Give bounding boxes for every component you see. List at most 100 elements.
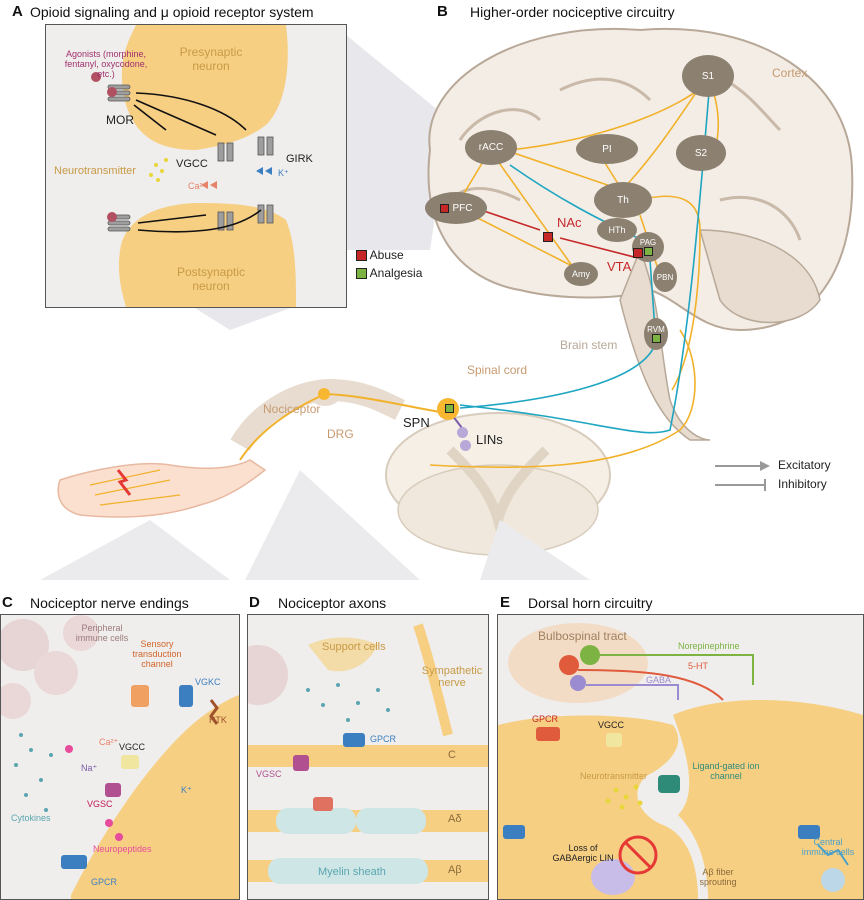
gaba-neuron-icon — [570, 675, 586, 691]
vgsc-label-d: VGSC — [256, 769, 282, 779]
rtk-icon — [209, 699, 219, 725]
rtk-label: RTK — [209, 715, 227, 725]
c-fiber-label: C — [448, 749, 456, 761]
vta-abuse-icon — [633, 248, 643, 258]
central-immune-cell-icon — [817, 844, 849, 866]
ne-neuron-icon — [580, 645, 600, 665]
presynaptic-label: Presynaptic neuron — [179, 45, 243, 73]
spinal-cord-label: Spinal cord — [467, 363, 528, 377]
vta-label: VTA — [607, 259, 632, 274]
ab-sprouting-label: Aβ fiber sprouting — [699, 867, 737, 887]
panel-e-connector — [480, 520, 590, 580]
node-pbn: PBN — [653, 262, 677, 292]
node-th: Th — [594, 182, 652, 218]
5ht-label: 5-HT — [688, 661, 708, 671]
k-label-c: K⁺ — [181, 785, 192, 795]
drg-label: DRG — [327, 427, 354, 441]
agonists-label: Agonists (morphine, fentanyl, oxycodone,… — [64, 49, 148, 79]
gpcr-icon-e — [536, 727, 560, 741]
hand-illustration — [57, 459, 267, 518]
myelin-sheath-ad-1 — [276, 808, 356, 834]
panel-a-connector — [340, 30, 450, 250]
girk-label: GIRK — [286, 153, 313, 165]
vgcc-icon-c — [121, 755, 139, 769]
sympathetic-label: Sympathetic nerve — [421, 665, 483, 689]
neurotransmitter-label: Neurotransmitter — [54, 165, 136, 177]
ca-label: Ca²⁺ — [188, 181, 208, 191]
rvm-analgesia-icon — [651, 334, 661, 343]
panel-c-title: Nociceptor nerve endings — [30, 595, 189, 611]
gaba-label: GABA — [646, 675, 672, 685]
central-immune-label: Central immune cells — [801, 837, 855, 857]
vgsc-label-c: VGSC — [87, 799, 113, 809]
gabaergic-lin-icon — [591, 859, 635, 895]
ligand-gated-channel-icon — [658, 775, 680, 793]
nociceptor-label: Nociceptor — [263, 402, 321, 416]
legend-abuse: Abuse — [356, 248, 404, 262]
neuropeptides-label: Neuropeptides — [93, 844, 152, 854]
legend-abuse-text: Abuse — [369, 248, 404, 262]
panel-d-box: Support cells Sympathetic nerve GPCR VGS… — [247, 614, 489, 900]
nociceptor-fiber — [324, 393, 441, 413]
pfc-abuse-icon — [439, 203, 449, 213]
norepinephrine-label: Norepinephrine — [678, 641, 740, 651]
abuse-swatch-icon — [356, 250, 367, 262]
vgcc-label: VGCC — [176, 158, 208, 170]
panel-b-letter: B — [437, 3, 448, 20]
node-s1: S1 — [682, 55, 734, 97]
node-s2: S2 — [676, 135, 726, 171]
loss-lin-label: Loss of GABAergic LIN — [552, 843, 614, 863]
panel-d-title: Nociceptor axons — [278, 595, 387, 611]
gpcr-label-d: GPCR — [370, 734, 397, 744]
nac-label: NAc — [557, 215, 582, 230]
panel-a-synapse — [91, 25, 297, 307]
panel-e-title: Dorsal horn circuitry — [528, 595, 653, 611]
cytokines-label: Cytokines — [11, 813, 51, 823]
panel-c-letter: C — [2, 594, 13, 611]
node-pfc: PFC — [425, 192, 487, 224]
nac-abuse-icon — [543, 232, 553, 242]
vgcc-label-e: VGCC — [598, 720, 625, 730]
neurotransmitter-label-e: Neurotransmitter — [580, 771, 648, 781]
panel-d-connector — [245, 470, 420, 580]
bulbospinal-label: Bulbospinal tract — [538, 629, 627, 643]
node-pi: PI — [576, 134, 638, 164]
ca-label-c: Ca²⁺ — [99, 737, 119, 747]
panel-d-letter: D — [249, 594, 260, 611]
node-rvm: RVM — [644, 318, 668, 350]
immune-label: Peripheral immune cells — [75, 623, 129, 643]
panel-c-box: Peripheral immune cells Sensory transduc… — [0, 614, 240, 900]
5ht-neuron-icon — [559, 655, 579, 675]
legend-analgesia: Analgesia — [356, 266, 422, 280]
gpcr-label-e: GPCR — [532, 714, 559, 724]
myelin-label: Myelin sheath — [318, 866, 386, 878]
support-cells-label: Support cells — [322, 641, 386, 653]
k-label: K⁺ — [278, 168, 289, 178]
sensory-label: Sensory transduction channel — [132, 639, 182, 669]
panel-e-box: Bulbospinal tract Norepinephrine 5-HT GA… — [497, 614, 864, 900]
vgkc-icon — [179, 685, 193, 707]
mor-label: MOR — [106, 113, 134, 127]
agonist-molecule-icon — [91, 72, 101, 82]
brain-illustration — [427, 27, 854, 441]
node-amy: Amy — [564, 262, 598, 286]
cortex-label: Cortex — [772, 66, 808, 80]
na-label: Na⁺ — [81, 763, 98, 773]
panel-a-title: Opioid signaling and μ opioid receptor s… — [30, 4, 314, 20]
loss-prohibited-icon — [618, 835, 658, 875]
pfc-text: PFC — [452, 202, 473, 214]
lin-cell-icon — [457, 427, 468, 438]
panel-e-art — [498, 623, 863, 899]
vgcc-icon-e — [606, 733, 622, 747]
panel-d-art — [248, 623, 488, 884]
panel-b-title: Higher-order nociceptive circuitry — [470, 4, 675, 20]
pag-analgesia-icon — [643, 247, 653, 256]
gpcr-icon-c — [61, 855, 87, 869]
myelin-sheath-ab — [268, 858, 428, 884]
spn-analgesia-icon — [445, 404, 454, 413]
vgsc-icon-c — [105, 783, 121, 797]
drg-cell-icon — [318, 388, 330, 400]
panel-c-connector — [40, 520, 230, 580]
myelin-sheath-ad-2 — [356, 808, 426, 834]
